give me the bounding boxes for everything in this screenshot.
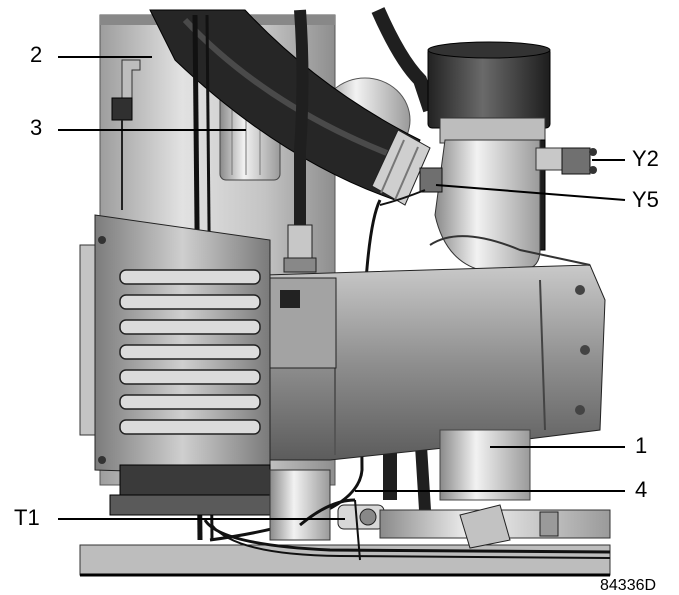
compressor-element xyxy=(264,235,606,501)
outlet-pipe xyxy=(379,504,611,549)
callout-t1: T1 xyxy=(14,505,40,530)
temperature-sensor-t1 xyxy=(299,498,385,530)
callout-2: 2 xyxy=(30,42,43,67)
callout-4: 4 xyxy=(635,477,648,502)
leader-y5 xyxy=(435,184,626,201)
bottom-cables xyxy=(203,499,611,561)
callout-y2: Y2 xyxy=(632,146,659,171)
sensor-fitting xyxy=(283,224,317,273)
callout-1: 1 xyxy=(635,433,648,458)
callout-y5: Y5 xyxy=(632,187,659,212)
figure-number: 84336D xyxy=(600,577,657,594)
base-frame xyxy=(79,464,611,577)
callout-3: 3 xyxy=(30,115,43,140)
leader-lines xyxy=(58,56,626,520)
solenoid-valve-y2 xyxy=(561,147,597,175)
fan-housing xyxy=(79,214,271,476)
elbow-valve xyxy=(111,59,141,210)
